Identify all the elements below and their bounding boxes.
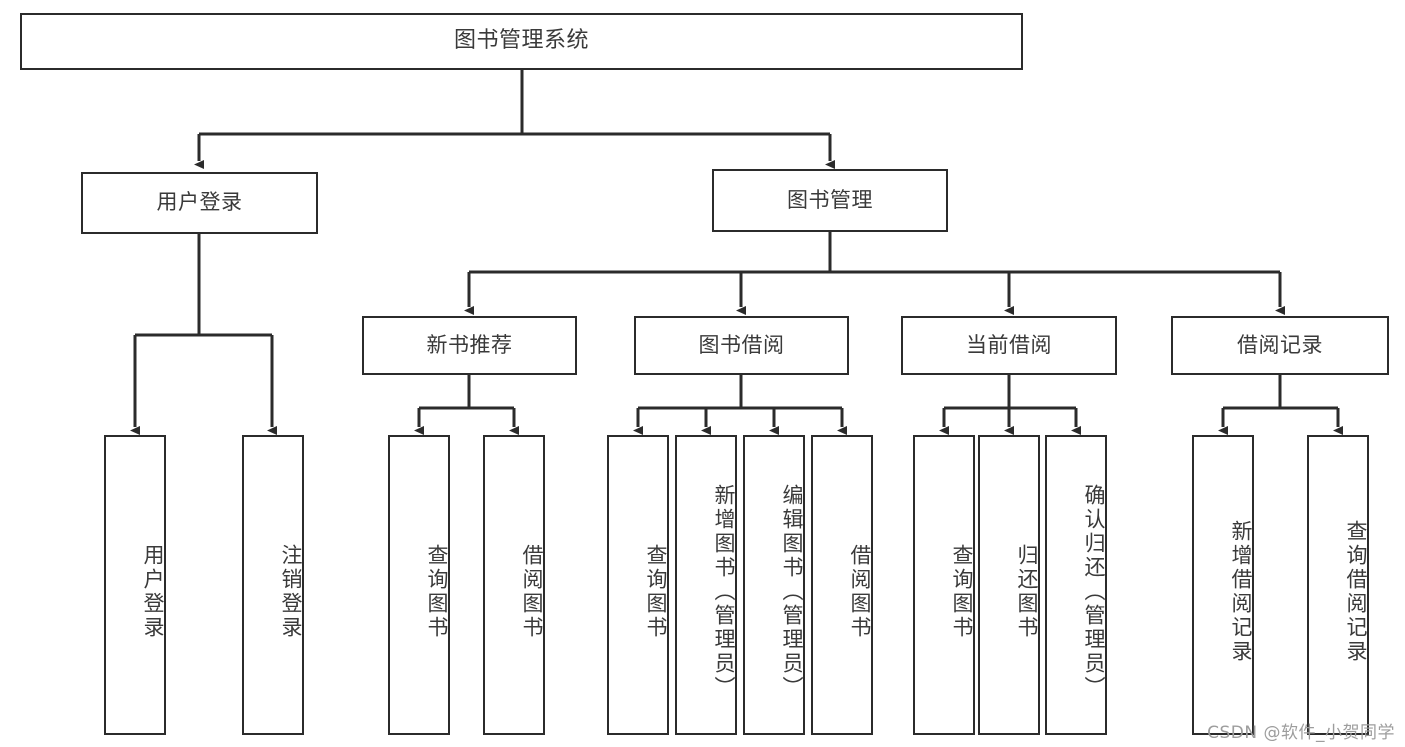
watermark: CSDN @软件_小贺同学 [1207, 723, 1395, 743]
node-borrow-records[interactable]: 借阅记录 [1171, 316, 1389, 375]
leaf-query-borrow-record[interactable]: 查询借阅记录 [1307, 435, 1369, 735]
leaf-label: 查询借阅记录 [1344, 520, 1368, 664]
leaf-label: 确认归还（管理员） [1082, 484, 1106, 700]
leaf-label: 查询图书 [644, 544, 668, 640]
leaf-user-login[interactable]: 用户登录 [104, 435, 166, 735]
leaf-edit-book[interactable]: 编辑图书（管理员） [743, 435, 805, 735]
leaf-label: 注销登录 [279, 544, 303, 640]
leaf-borrow-book[interactable]: 借阅图书 [811, 435, 873, 735]
leaf-label: 查询图书 [950, 544, 974, 640]
node-user-login[interactable]: 用户登录 [81, 172, 318, 234]
leaf-label: 新增图书（管理员） [712, 484, 736, 700]
leaf-user-logout[interactable]: 注销登录 [242, 435, 304, 735]
node-book-management[interactable]: 图书管理 [712, 169, 948, 232]
node-book-borrow[interactable]: 图书借阅 [634, 316, 849, 375]
leaf-query-book-current[interactable]: 查询图书 [913, 435, 975, 735]
leaf-add-book[interactable]: 新增图书（管理员） [675, 435, 737, 735]
leaf-query-book-new[interactable]: 查询图书 [388, 435, 450, 735]
leaf-query-book-borrow[interactable]: 查询图书 [607, 435, 669, 735]
leaf-return-book[interactable]: 归还图书 [978, 435, 1040, 735]
leaf-confirm-return[interactable]: 确认归还（管理员） [1045, 435, 1107, 735]
node-new-book-recommend[interactable]: 新书推荐 [362, 316, 577, 375]
leaf-label: 编辑图书（管理员） [780, 484, 804, 700]
leaf-label: 归还图书 [1015, 544, 1039, 640]
leaf-label: 查询图书 [425, 544, 449, 640]
node-current-borrow[interactable]: 当前借阅 [901, 316, 1117, 375]
node-root-system[interactable]: 图书管理系统 [20, 13, 1023, 70]
leaf-label: 新增借阅记录 [1229, 520, 1253, 664]
leaf-borrow-book-new[interactable]: 借阅图书 [483, 435, 545, 735]
leaf-label: 用户登录 [141, 544, 165, 640]
leaf-add-borrow-record[interactable]: 新增借阅记录 [1192, 435, 1254, 735]
leaf-label: 借阅图书 [848, 544, 872, 640]
leaf-label: 借阅图书 [520, 544, 544, 640]
